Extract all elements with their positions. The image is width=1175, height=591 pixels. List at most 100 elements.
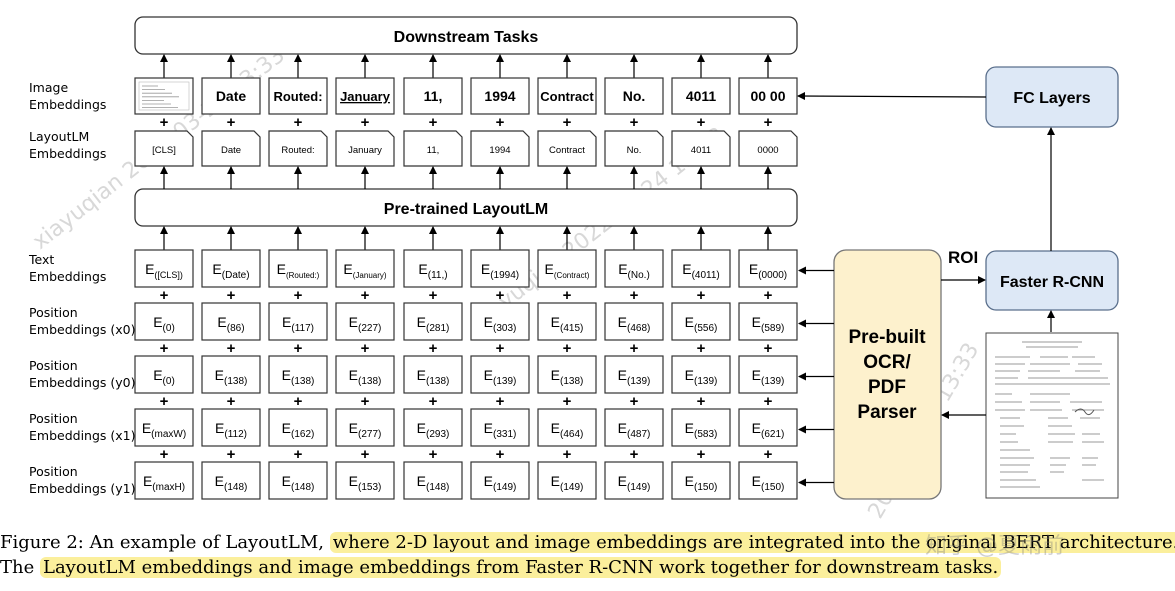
embedding-value: E(138) [215,367,248,387]
embedding-subscript: (303) [493,323,516,334]
embedding-box [470,249,530,288]
embedding-value: E(148) [282,473,315,493]
embedding-box [268,302,328,341]
ocr-parser-line4: Parser [857,402,917,423]
embedding-subscript: (4011) [692,270,720,281]
embedding-subscript: (maxH) [152,482,185,493]
embedding-value: E(0) [153,367,175,387]
image-embedding-token: Routed: [273,89,322,104]
embedding-value: E(149) [551,473,584,493]
embedding-letter: E [282,367,291,383]
embedding-subscript: (227) [358,323,381,334]
embedding-row-label: Embeddings (y1) [29,481,136,496]
embedding-value: E(Routed:) [277,261,320,280]
embedding-box [470,461,530,500]
embedding-letter: E [749,261,758,277]
embedding-letter: E [481,261,490,277]
embedding-subscript: (86) [227,323,245,334]
embedding-row-label: Embeddings (y0) [29,375,136,390]
embedding-subscript: (112) [224,429,247,440]
embedding-letter: E [484,314,493,330]
layoutlm-embedding-box [268,130,328,167]
embedding-letter: E [685,367,694,383]
layoutlm-embeddings-label-line2: Embeddings [29,146,106,161]
embedding-box [201,249,261,288]
embedding-subscript: (150) [694,482,717,493]
plus-sign: + [764,114,773,131]
embedding-box [268,249,328,288]
embedding-value: E(468) [618,314,651,334]
layoutlm-embedding-box [335,130,395,167]
embedding-letter: E [417,367,426,383]
embedding-box [671,461,731,500]
embedding-subscript: (0) [163,376,175,387]
layoutlm-embedding-token: 4011 [691,145,711,156]
plus-sign: + [630,114,639,131]
embedding-box [738,461,798,500]
image-embedding-box [537,77,597,115]
embedding-letter: E [551,420,560,436]
embedding-value: E(487) [618,420,651,440]
embedding-letter: E [752,420,761,436]
layoutlm-embedding-box [738,130,798,167]
embedding-value: E(86) [217,314,244,334]
embedding-letter: E [618,314,627,330]
embedding-box [403,408,463,447]
embedding-value: E(139) [618,367,651,387]
image-embedding-box [201,77,261,115]
embedding-box [335,249,395,288]
embedding-letter: E [417,473,426,489]
embedding-letter: E [551,473,560,489]
embedding-value: E(621) [752,420,785,440]
plus-sign: + [563,393,572,410]
embedding-value: E(No.) [618,261,650,281]
embedding-subscript: (556) [694,323,717,334]
plus-sign: + [227,446,236,463]
embedding-box [470,302,530,341]
embedding-value: E(281) [417,314,450,334]
embedding-row-label: Position [29,358,78,373]
image-embeddings-label-line2: Embeddings [29,97,106,112]
embedding-box [537,408,597,447]
embedding-subscript: (139) [493,376,516,387]
embedding-value: E(153) [349,473,382,493]
embedding-box [604,302,664,341]
plus-sign: + [429,393,438,410]
embedding-subscript: (117) [291,323,314,334]
embedding-value: E(227) [349,314,382,334]
embedding-subscript: (0000) [758,270,787,281]
embedding-value: E(0) [153,314,175,334]
image-embedding-token: No. [623,88,646,104]
embedding-subscript: (January) [353,271,387,280]
embedding-letter: E [143,473,152,489]
embedding-subscript: (11,) [428,270,448,281]
embedding-box [537,461,597,500]
embedding-subscript: (277) [358,429,381,440]
image-embedding-token: 00 00 [750,88,785,104]
embedding-subscript: (589) [761,323,784,334]
embedding-subscript: (maxW) [151,429,186,440]
embedding-subscript: (0) [163,323,175,334]
ocr-parser-line2: OCR/ [863,352,911,373]
embedding-box [671,302,731,341]
embedding-subscript: (149) [627,482,650,493]
plus-sign: + [563,287,572,304]
caption-line2-prefix: The [0,557,35,578]
embedding-letter: E [282,420,291,436]
image-embedding-box [470,77,530,115]
embedding-value: E(162) [282,420,315,440]
embedding-value: E(138) [282,367,315,387]
embedding-letter: E [484,473,493,489]
embedding-subscript: (153) [358,482,381,493]
plus-sign: + [630,446,639,463]
embedding-letter: E [752,473,761,489]
embedding-subscript: (139) [694,376,717,387]
embedding-box [604,355,664,394]
plus-sign: + [764,340,773,357]
caption-line2-highlight: LayoutLM embeddings and image embeddings… [40,557,1002,578]
embedding-row-label: Position [29,305,78,320]
plus-sign: + [227,340,236,357]
embedding-letter: E [682,261,691,277]
caption-line1-prefix: Figure 2: An example of LayoutLM, [0,532,324,553]
image-embedding-token: January [340,89,391,104]
